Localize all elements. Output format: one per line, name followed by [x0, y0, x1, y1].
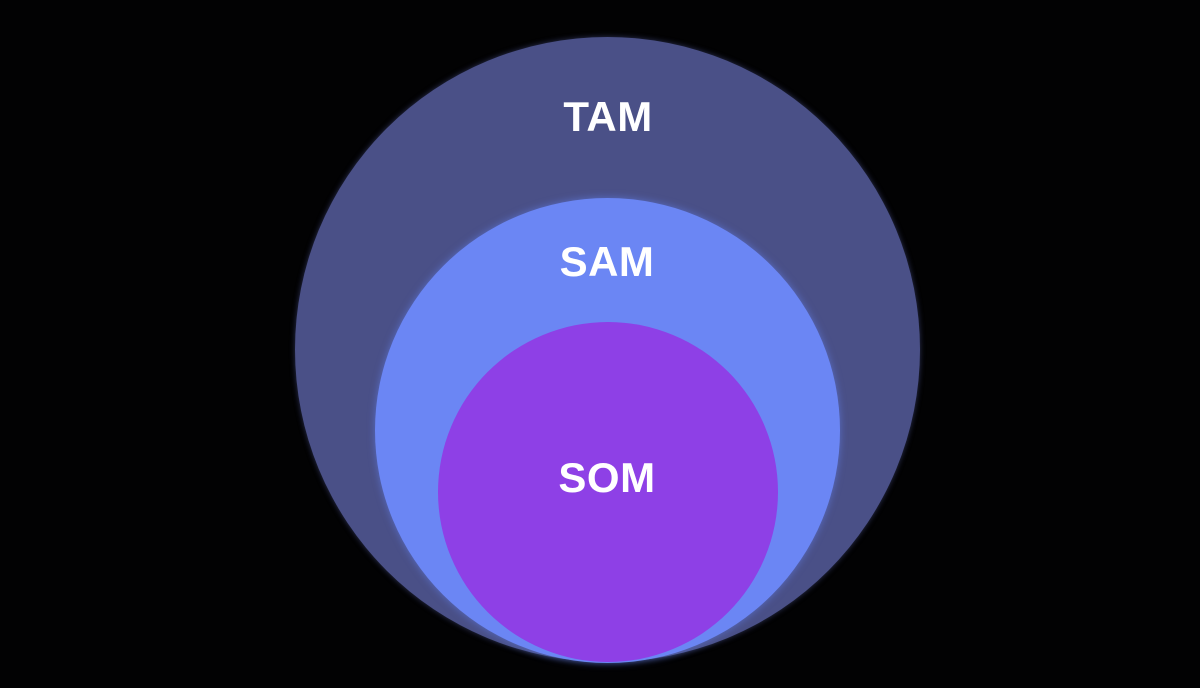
som-circle — [438, 322, 778, 662]
som-label: SOM — [558, 454, 656, 501]
sam-label: SAM — [559, 238, 655, 285]
tam-label: TAM — [563, 93, 653, 140]
